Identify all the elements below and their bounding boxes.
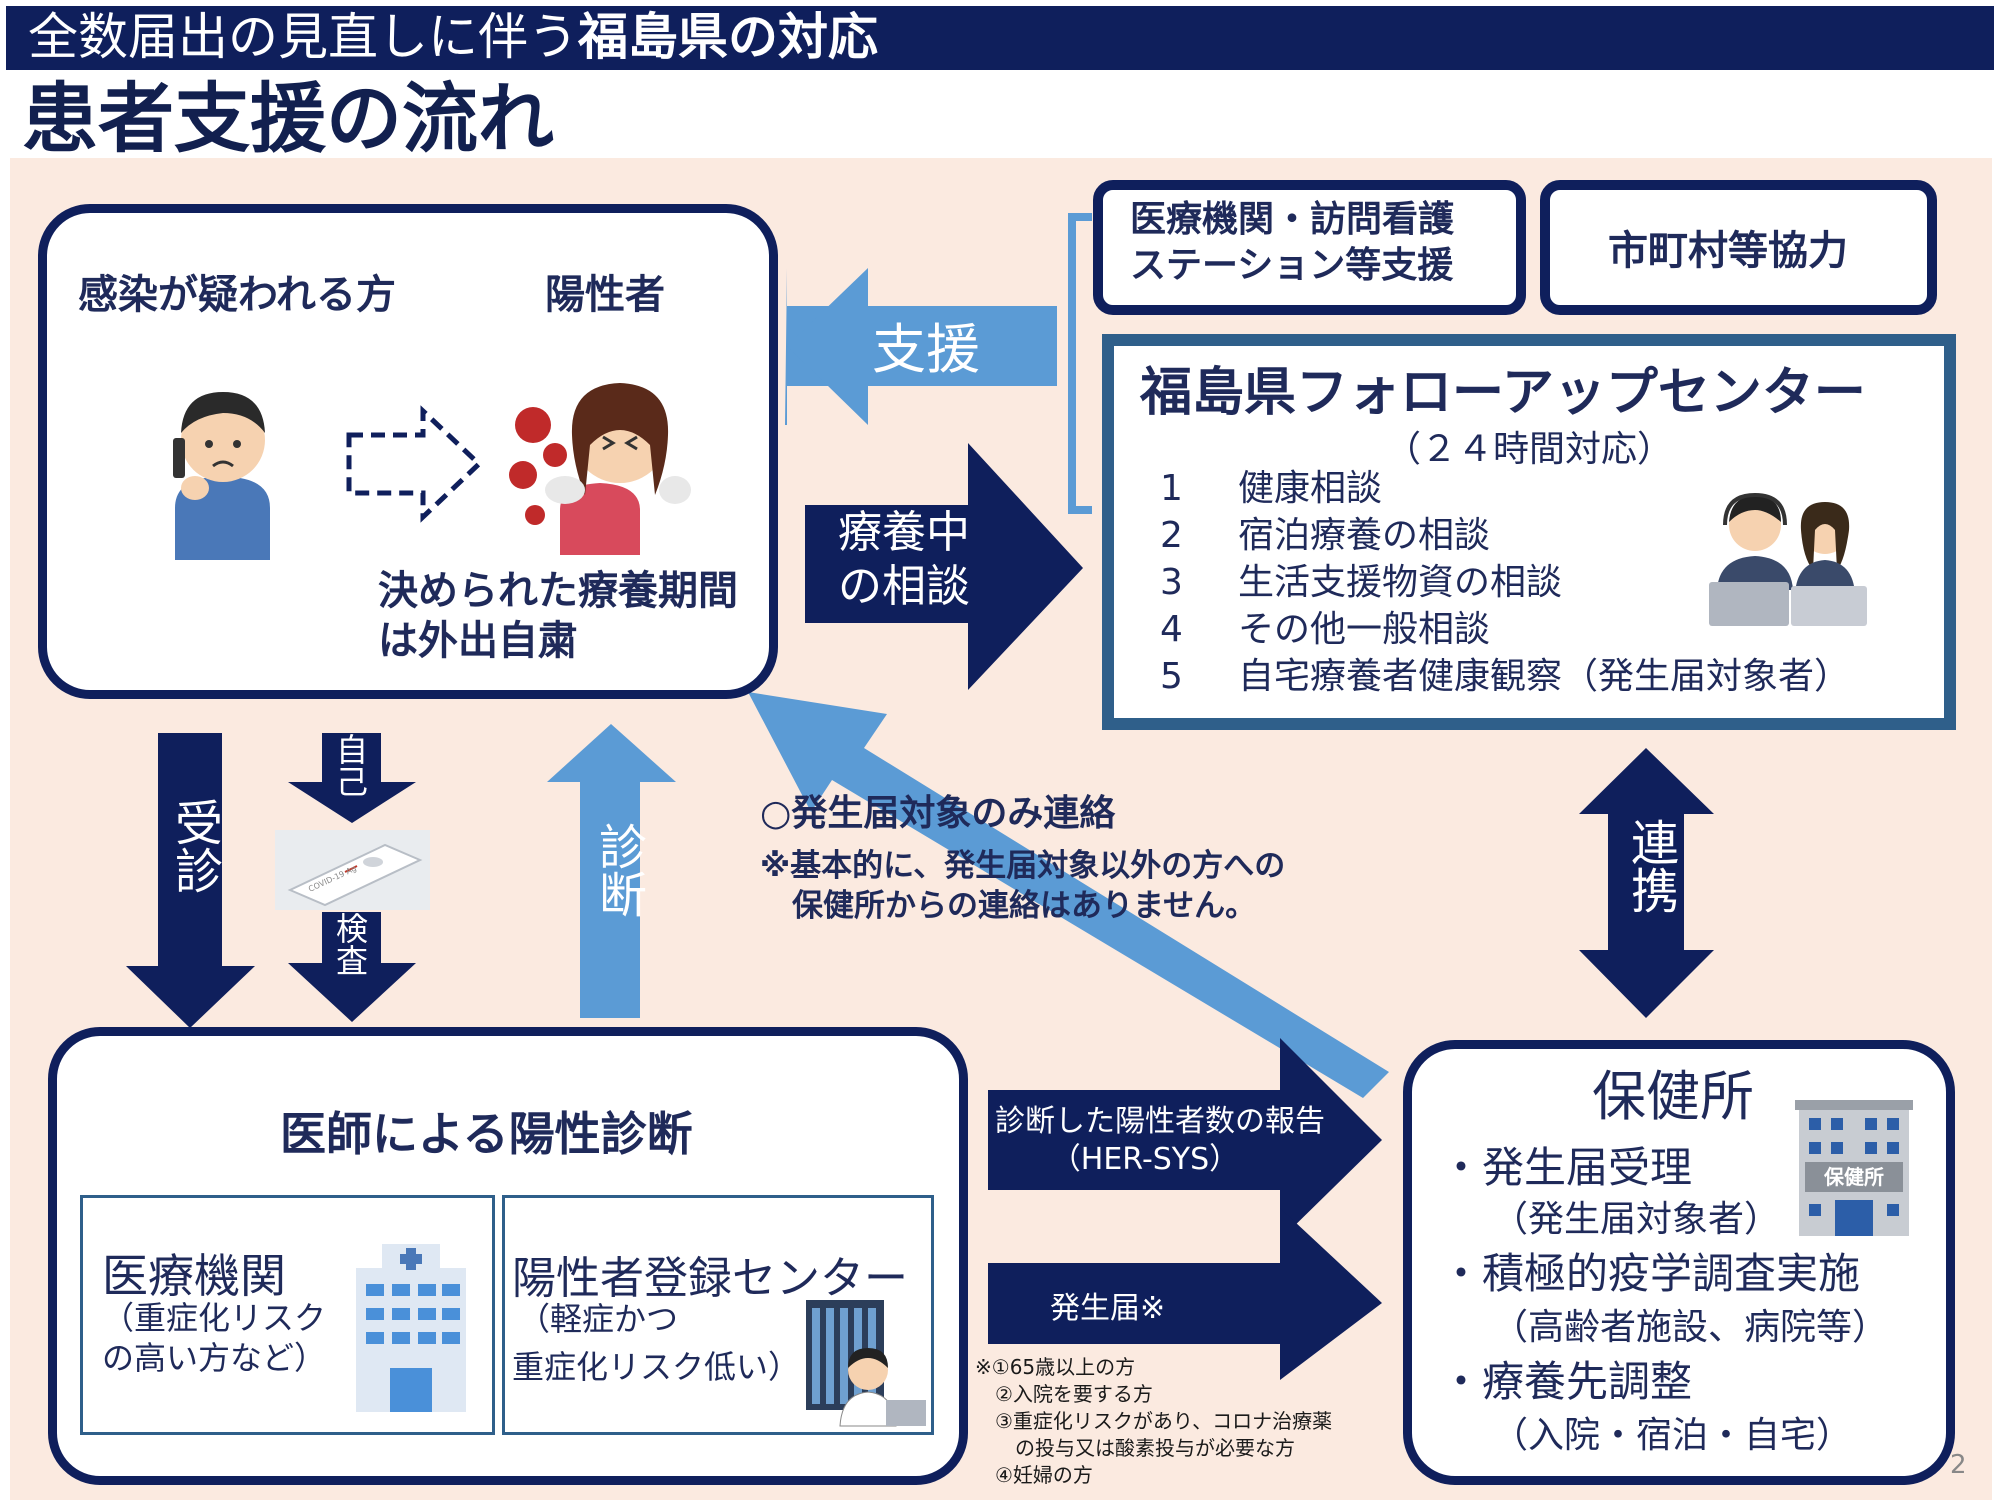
hospital-icon (356, 1244, 466, 1412)
diagnosis-arrow (547, 724, 676, 1018)
followup-center-list: 1 健康相談 2 宿泊療養の相談 3 生活支援物資の相談 4 その他一般相談 5 自宅療養… (1160, 465, 1850, 700)
registration-center-panel (502, 1195, 934, 1435)
followup-item-text: 自宅療養者健康観察（発生届対象者） (1238, 656, 1851, 697)
medical-institution-title: 医療機関 (102, 1249, 286, 1303)
medical-institution-panel (80, 1195, 495, 1435)
contact-note-line2: 保健所からの連絡はありません。 (792, 888, 1257, 924)
center-sub-line2: 重症化リスク低い） (512, 1348, 801, 1386)
office-worker-icon (806, 1300, 926, 1427)
self-test-arrow-top (288, 733, 416, 823)
visit-arrow (126, 733, 255, 1028)
title-prefix: 全数届出の見直しに伴う (28, 8, 578, 66)
followup-item-num: 2 (1160, 515, 1183, 556)
followup-item-text: その他一般相談 (1238, 609, 1491, 650)
support-arrow-head (787, 268, 1057, 425)
followup-center-hours: （２４時間対応） (1385, 429, 1674, 470)
medical-support-box (1093, 180, 1526, 315)
sick-person-icon (509, 383, 691, 555)
followup-item-num: 5 (1160, 656, 1183, 697)
test-label: 検査 (331, 912, 369, 976)
footnote-line1: ※①65歳以上の方 (975, 1355, 1136, 1379)
medical-institution-sub: （重症化リスク の高い方など） (102, 1298, 326, 1378)
cooperation-arrow (1579, 748, 1714, 1018)
contact-arrow (748, 692, 1389, 1098)
followup-item: 4 その他一般相談 (1160, 606, 1850, 653)
medical-sub-line1: （重症化リスク (102, 1299, 327, 1337)
title-bar: 全数届出の見直しに伴う福島県の対応 (6, 6, 1994, 70)
center-sub-line1: （軽症かつ (518, 1300, 679, 1338)
transition-arrow-icon (346, 405, 483, 523)
positive-label: 陽性者 (545, 272, 665, 318)
quarantine-note-line1: 決められた療養期間 (378, 568, 738, 614)
followup-item: 1 健康相談 (1160, 465, 1850, 512)
followup-item-text: 生活支援物資の相談 (1238, 562, 1563, 603)
support-bracket (1068, 213, 1092, 514)
footnote: ※①65歳以上の方 ②入院を要する方 ③重症化リスクがあり、コロナ治療薬 の投与… (975, 1354, 1332, 1489)
building-sign: 保健所 (1823, 1165, 1884, 1189)
followup-item: 5 自宅療養者健康観察（発生届対象者） (1160, 653, 1850, 700)
medical-support-text: 医療機関・訪問看護 ステーション等支援 (1130, 197, 1454, 289)
suspected-label: 感染が疑われる方 (78, 272, 396, 318)
footnote-line3: ③重症化リスクがあり、コロナ治療薬 (995, 1409, 1333, 1433)
contact-note: ※基本的に、発生届対象以外の方への 保健所からの連絡はありません。 (760, 846, 1285, 926)
followup-item-num: 4 (1160, 609, 1183, 650)
diagnosis-box-title: 医師による陽性診断 (280, 1107, 693, 1161)
medical-support-line1: 医療機関・訪問看護 (1130, 199, 1455, 240)
contact-note-line1: ※基本的に、発生届対象以外の方への (760, 848, 1286, 884)
visit-arrow-label: 受診 (166, 798, 222, 894)
contact-note-heading: ○発生届対象のみ連絡 (760, 793, 1116, 834)
health-item-sub: （入院・宿泊・自宅） (1492, 1415, 1853, 1456)
followup-item: 2 宿泊療養の相談 (1160, 512, 1850, 559)
footnote-line2: ②入院を要する方 (995, 1382, 1153, 1406)
health-center-building-icon: 保健所 (1795, 1100, 1913, 1236)
followup-item: 3 生活支援物資の相談 (1160, 559, 1850, 606)
self-test-arrow-bottom (288, 912, 416, 1022)
footnote-line5: ④妊婦の方 (995, 1463, 1093, 1487)
diagnosis-arrow-label: 診断 (590, 822, 646, 918)
test-kit-image: COVID-19 Ag (275, 830, 430, 910)
municipal-text: 市町村等協力 (1608, 228, 1848, 274)
self-label: 自己 (331, 733, 369, 797)
health-item-sub: （高齢者施設、病院等） (1492, 1307, 1889, 1348)
municipal-box (1540, 180, 1937, 315)
quarantine-note: 決められた療養期間 は外出自粛 (378, 566, 738, 666)
health-item-main: ・積極的疫学調査実施 (1440, 1249, 1861, 1298)
consult-arrow-label: 療養中 の相談 (838, 506, 970, 614)
report-arrow-label: 診断した陽性者数の報告 （HER-SYS） (995, 1103, 1325, 1179)
subtitle: 患者支援の流れ (22, 74, 554, 163)
registration-center-sub: （軽症かつ 重症化リスク低い） (512, 1295, 800, 1391)
medical-support-line2: ステーション等支援 (1130, 245, 1454, 286)
cooperation-arrow-label: 連携 (1622, 818, 1678, 914)
health-item-main: ・療養先調整 (1440, 1357, 1693, 1406)
person-phone-icon (173, 392, 270, 560)
title-bold: 福島県の対応 (578, 8, 878, 66)
page-number: 2 (1950, 1450, 1967, 1480)
followup-item-text: 健康相談 (1238, 468, 1383, 509)
consult-line2: の相談 (838, 561, 970, 612)
support-arrow-label: 支援 (872, 318, 980, 381)
consult-line1: 療養中 (838, 507, 970, 558)
call-center-icon (1709, 492, 1867, 626)
followup-item-text: 宿泊療養の相談 (1238, 515, 1491, 556)
report-arrow (988, 1038, 1382, 1240)
footnote-line4: の投与又は酸素投与が必要な方 (1015, 1436, 1295, 1460)
followup-item-num: 1 (1160, 468, 1183, 509)
health-center-title: 保健所 (1592, 1065, 1754, 1128)
consult-arrow (805, 443, 1083, 690)
health-center-list: ・発生届受理 （発生届対象者） ・積極的疫学調査実施 （高齢者施設、病院等） ・… (1440, 1142, 1888, 1462)
followup-item-num: 3 (1160, 562, 1183, 603)
report-line1: 診断した陽性者数の報告 (995, 1104, 1325, 1139)
quarantine-note-line2: は外出自粛 (378, 618, 578, 664)
notification-arrow-label: 発生届※ (1050, 1291, 1166, 1326)
medical-sub-line2: の高い方など） (102, 1339, 327, 1377)
test-kit-icon: COVID-19 Ag (287, 843, 423, 907)
health-item-sub: （発生届対象者） (1492, 1199, 1781, 1240)
notification-arrow (988, 1208, 1382, 1380)
report-line2: （HER-SYS） (1050, 1142, 1240, 1177)
health-item-main: ・発生届受理 (1440, 1143, 1693, 1192)
page-title: 全数届出の見直しに伴う福島県の対応 (28, 8, 878, 66)
registration-center-title: 陽性者登録センター (512, 1253, 908, 1304)
followup-center-title: 福島県フォローアップセンター (1140, 363, 1866, 423)
